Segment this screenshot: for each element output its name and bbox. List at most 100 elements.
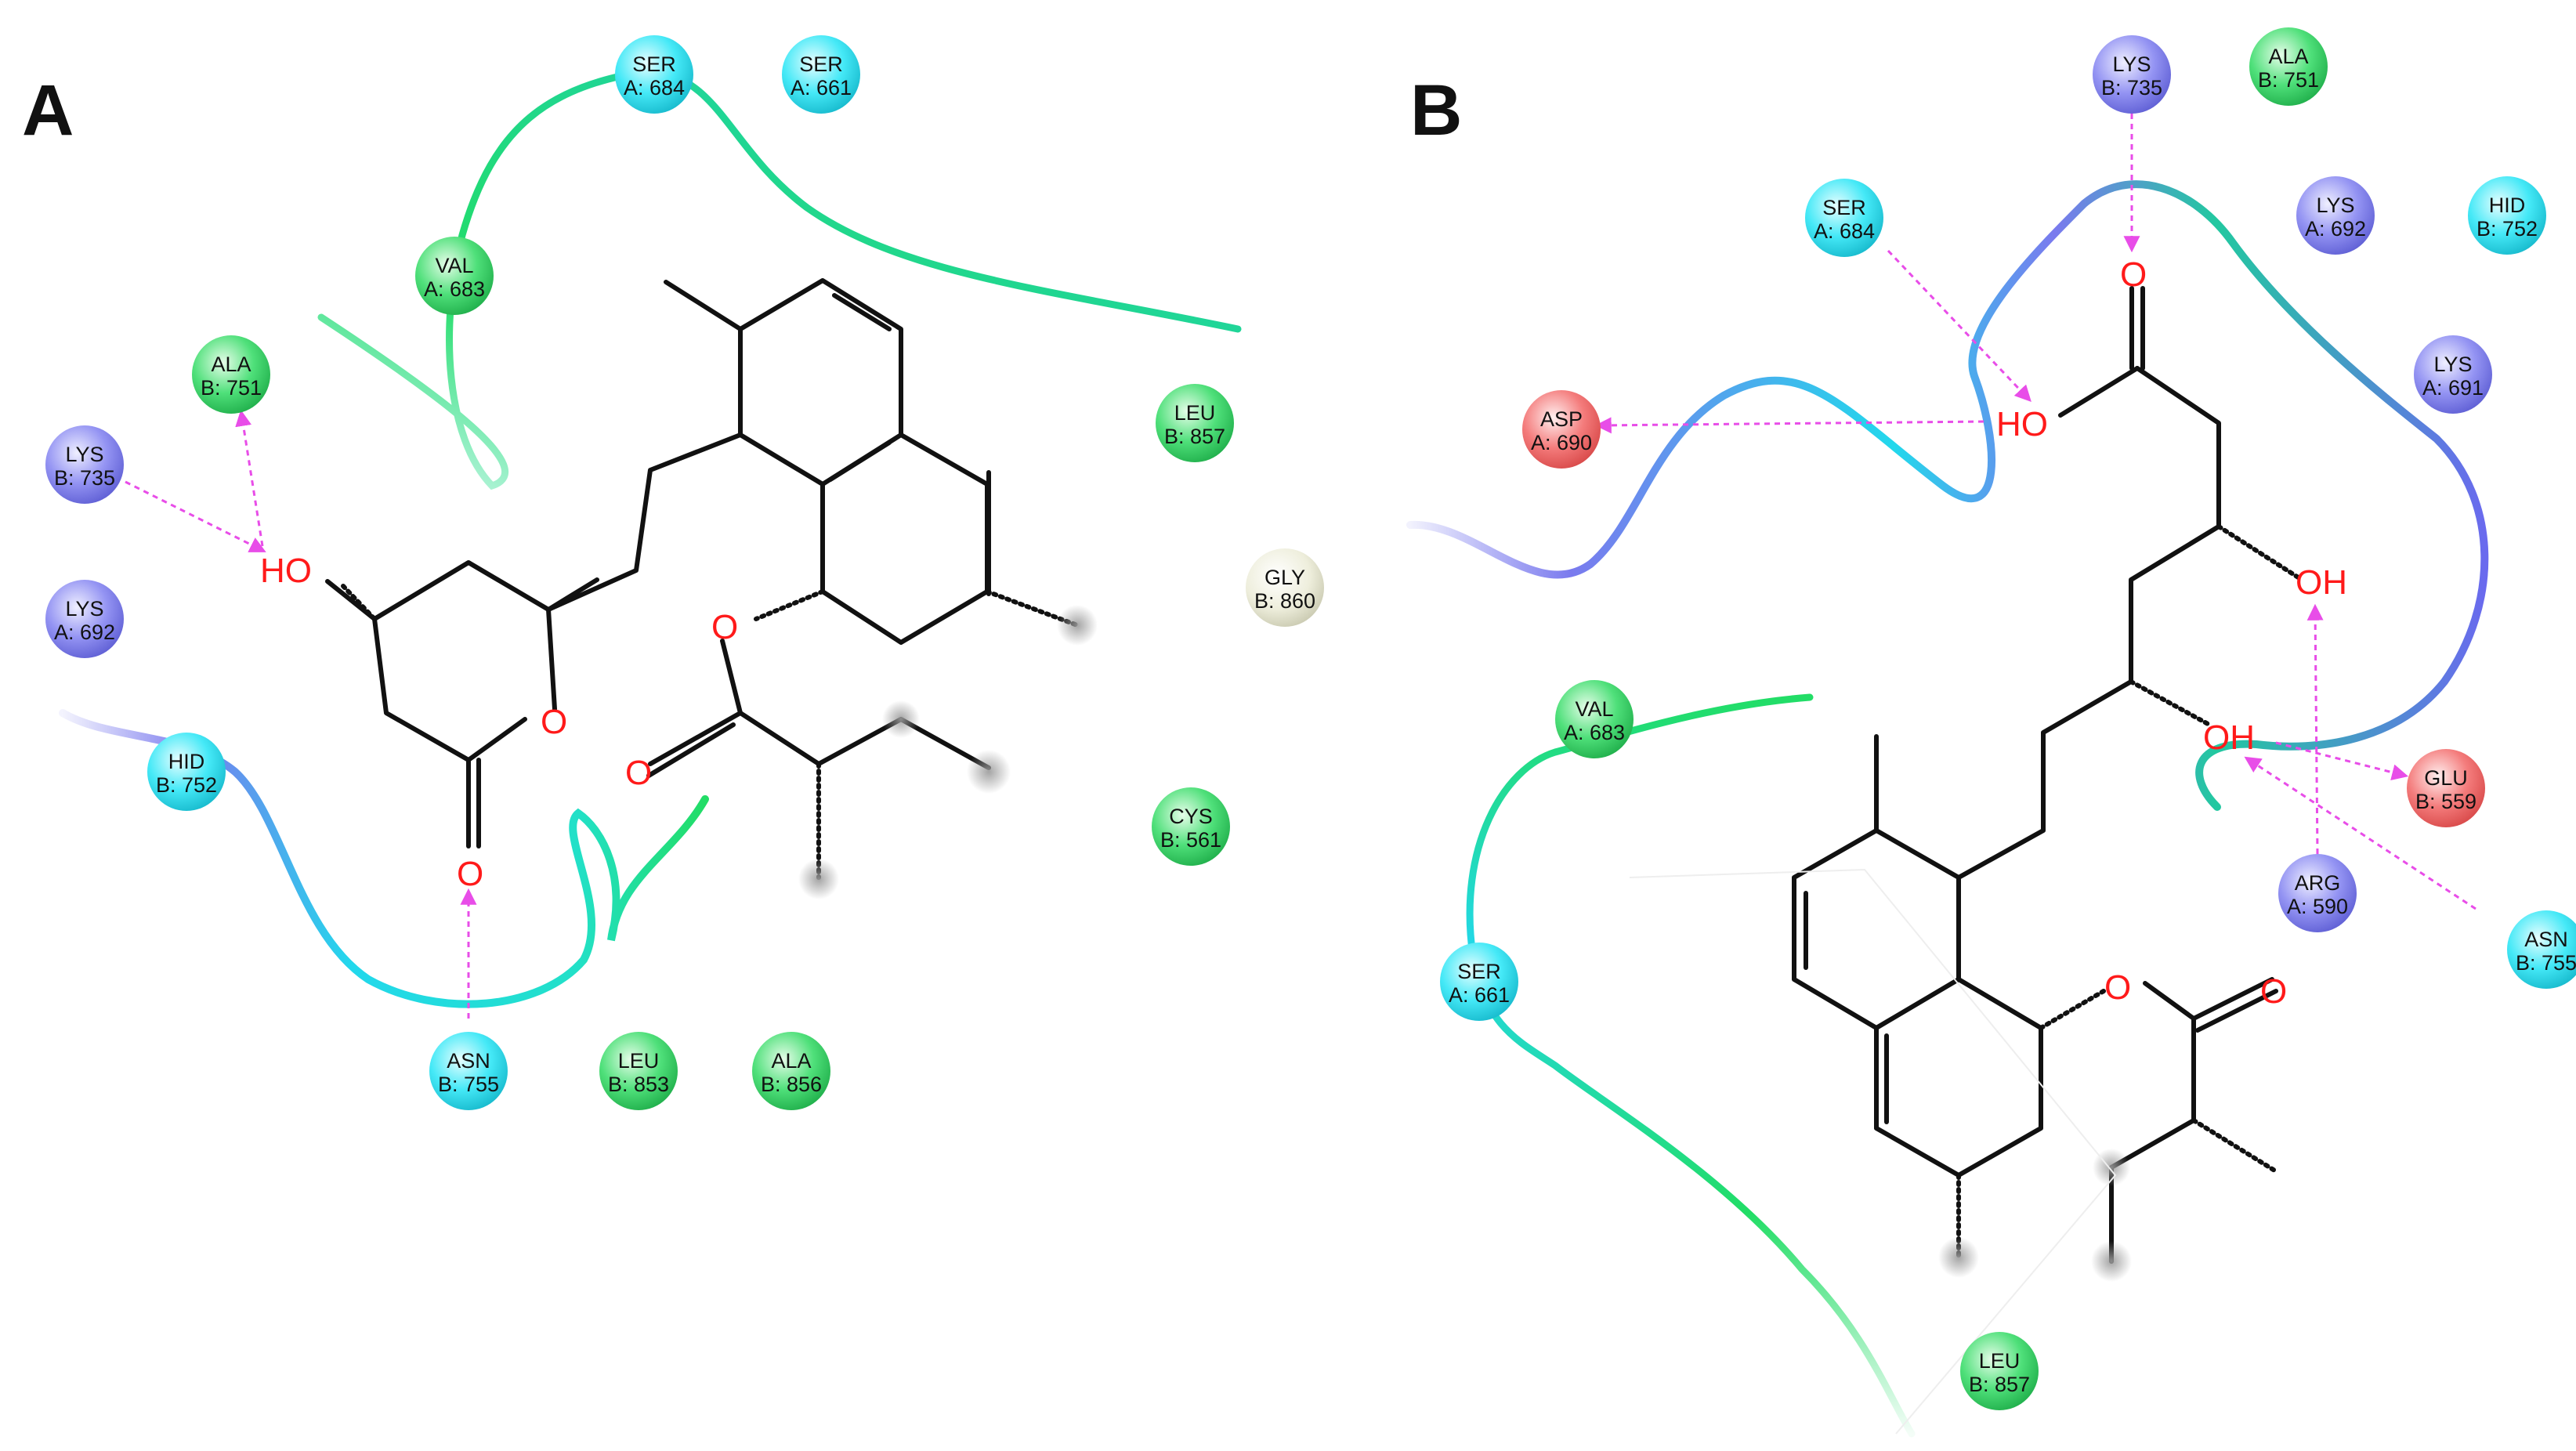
residue-bubble [2507, 910, 2576, 989]
residue-number: B: 860 [1254, 589, 1315, 613]
atom-a-carbonyl-o: O [457, 855, 483, 893]
residue-bubble [1156, 384, 1234, 462]
residue-name: ARG [2295, 871, 2341, 895]
residue-name: LYS [2316, 194, 2354, 217]
panel-b: B [1406, 27, 2576, 1438]
residue-number: A: 684 [1814, 219, 1875, 243]
residue-name: GLY [1264, 566, 1305, 589]
residue-name: ALA [771, 1049, 811, 1073]
ligand-a [325, 278, 1098, 899]
residue-name: LEU [618, 1049, 660, 1073]
residue-bubble [45, 425, 124, 504]
residue-number: B: 559 [2415, 790, 2477, 813]
residue-name: GLU [2424, 766, 2468, 790]
residue-number: B: 735 [2101, 76, 2162, 100]
residue-number: B: 857 [1164, 425, 1225, 448]
residue-bubble [1440, 943, 1518, 1021]
ligand-b [1629, 286, 2302, 1435]
residue-bubble [2249, 27, 2328, 106]
residue-number: A: 691 [2422, 376, 2484, 400]
panel-a-label: A [22, 71, 74, 150]
atom-b-oh2: OH [2203, 718, 2255, 757]
residue-number: A: 684 [624, 76, 685, 100]
residue-name: ALA [211, 353, 251, 376]
residue-name: SER [1457, 960, 1501, 983]
residue-bubble [1152, 787, 1230, 866]
residue-bubble [615, 35, 693, 114]
atom-a-ho: HO [260, 552, 312, 590]
residue-name: SER [799, 52, 843, 76]
residue-bubble [2414, 335, 2492, 414]
hbond-arg590-oh [2306, 603, 2324, 855]
residue-bubble [2468, 176, 2546, 255]
residue-bubble [1522, 390, 1601, 469]
residue-bubble [782, 35, 860, 114]
residue-name: SER [1822, 196, 1866, 219]
residue-number: B: 752 [2477, 217, 2538, 241]
hbond-ser684-ho [1887, 249, 2031, 403]
residue-name: LYS [2112, 52, 2151, 76]
atom-b-ester-o: O [2104, 968, 2131, 1007]
residue-number: A: 590 [2287, 895, 2348, 918]
residue-bubble [192, 335, 270, 414]
residue-number: B: 561 [1160, 828, 1221, 852]
atom-a-ester-co: O [625, 754, 652, 792]
atom-b-acid-ho: HO [1996, 405, 2048, 443]
residue-name: SER [632, 52, 676, 76]
residue-name: CYS [1169, 805, 1213, 828]
residue-bubble [45, 580, 124, 658]
residue-number: B: 752 [156, 773, 217, 797]
residue-bubble [1960, 1332, 2039, 1410]
hbond-ho-asp690 [1594, 417, 1984, 434]
residue-number: A: 690 [1531, 431, 1592, 454]
residue-bubble [599, 1032, 678, 1110]
pocket-outline-a-bottom [59, 709, 709, 1008]
residue-name: ALA [2268, 45, 2308, 68]
residue-number: B: 856 [761, 1073, 822, 1096]
residue-number: A: 692 [54, 621, 115, 644]
residue-bubble [429, 1032, 508, 1110]
residue-number: B: 755 [438, 1073, 499, 1096]
residue-number: B: 857 [1969, 1373, 2030, 1396]
atom-b-oh1: OH [2296, 563, 2347, 602]
residue-number: A: 661 [1449, 983, 1510, 1007]
residue-number: A: 683 [1564, 721, 1625, 744]
residue-number: A: 661 [791, 76, 852, 100]
panel-a: A [22, 35, 1324, 1110]
residue-name: HID [2489, 194, 2526, 217]
residue-bubble [1246, 548, 1324, 627]
pocket-outline-a-top [317, 67, 1242, 490]
residue-bubble [2407, 749, 2485, 827]
hbond-oh-glu559 [2275, 741, 2409, 781]
residue-number: A: 692 [2305, 217, 2366, 241]
residue-bubble [1805, 179, 1883, 257]
hbond-asn755-oh [2244, 756, 2477, 910]
residue-number: B: 751 [201, 376, 262, 400]
residue-name: ASN [447, 1049, 490, 1073]
residue-name: LYS [2433, 353, 2472, 376]
residue-number: B: 853 [608, 1073, 669, 1096]
